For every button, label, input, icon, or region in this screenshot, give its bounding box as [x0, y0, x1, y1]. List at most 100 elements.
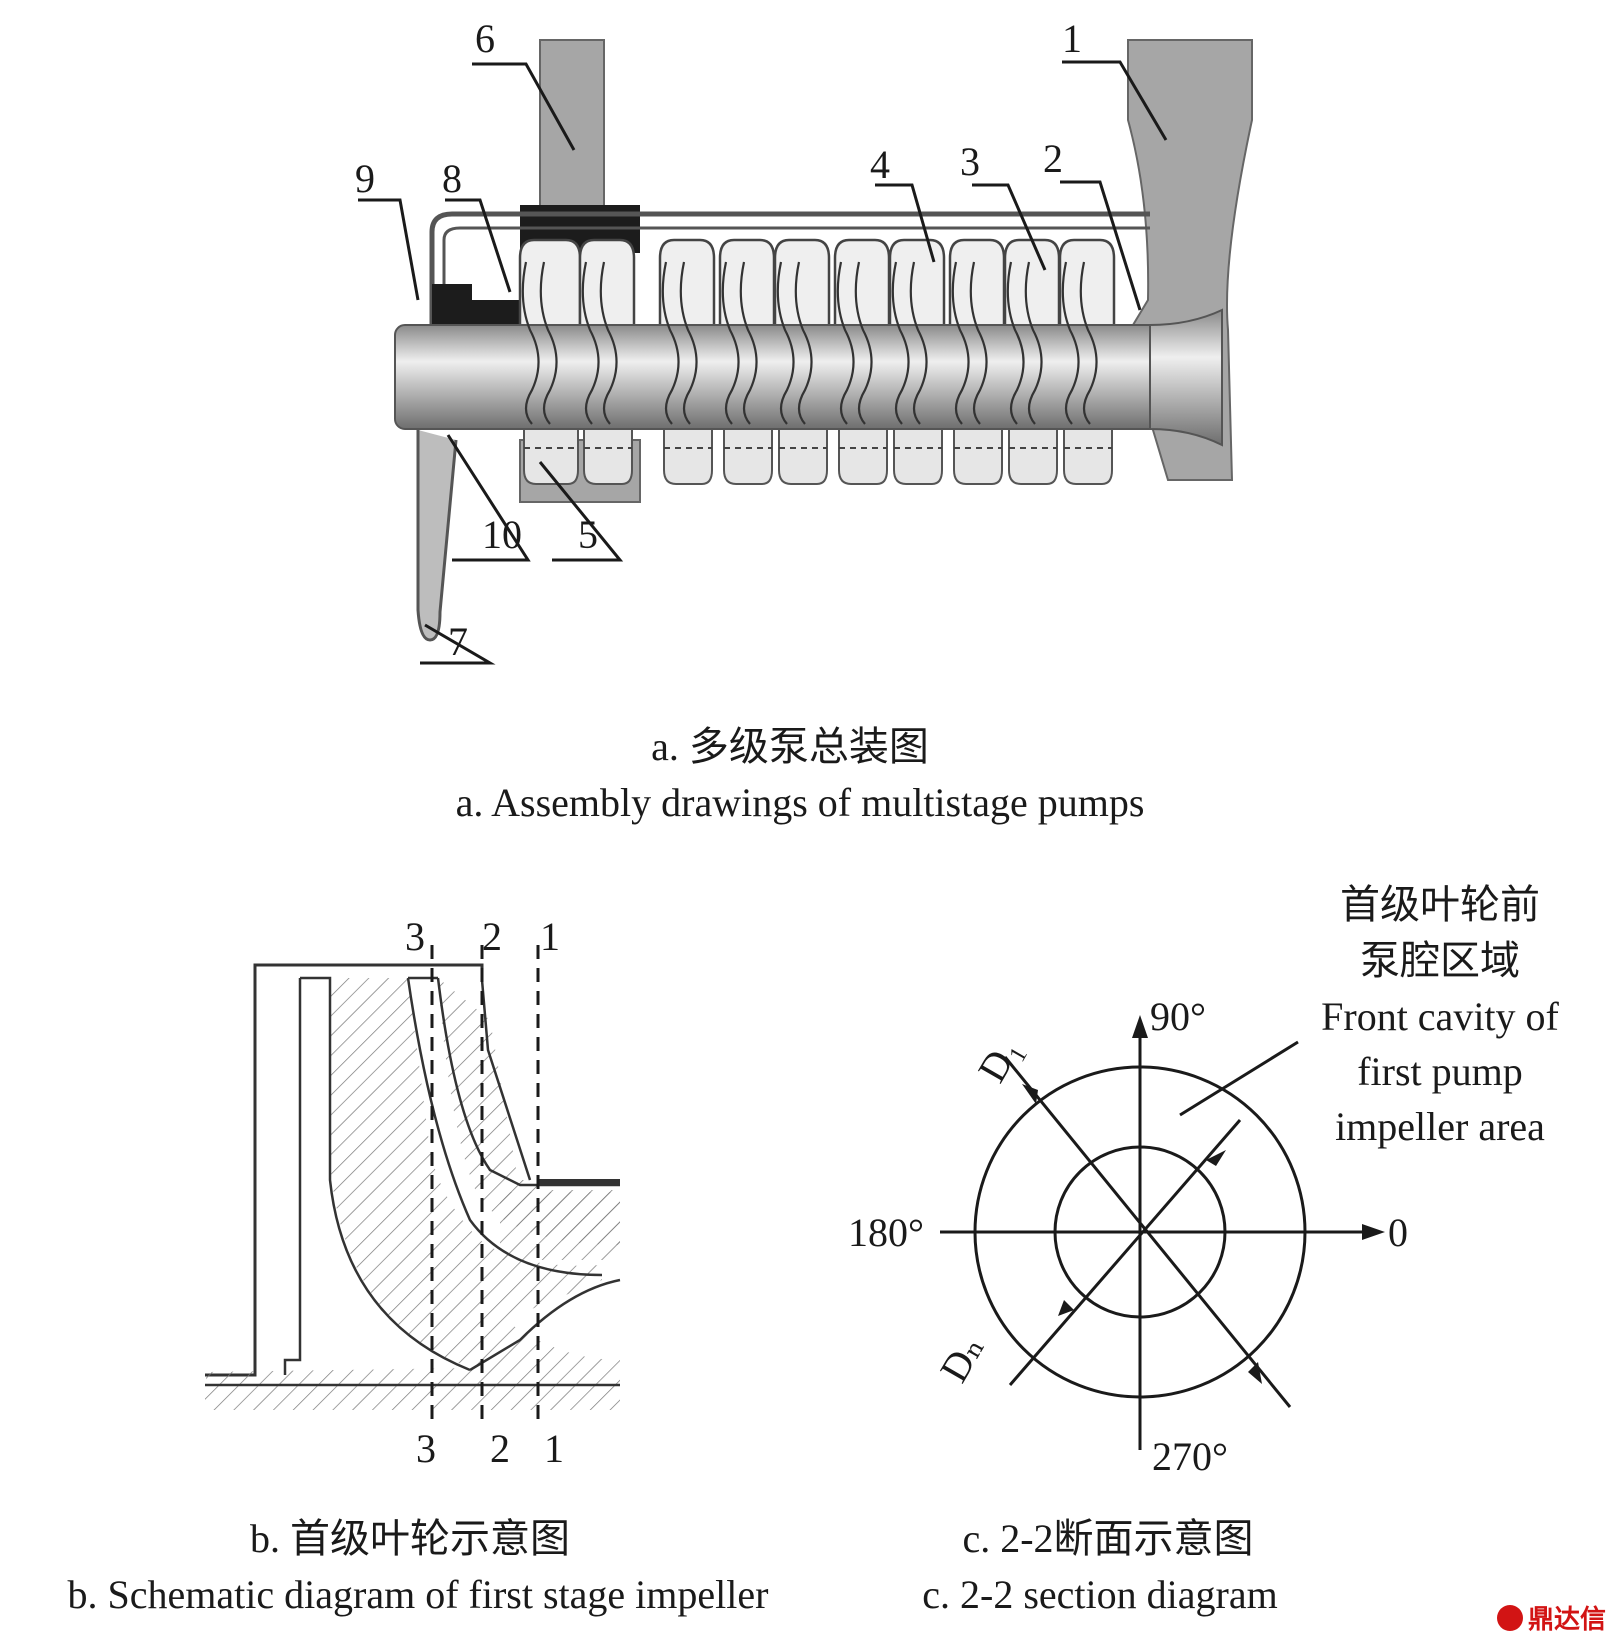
stage-casing-lower	[953, 425, 1003, 485]
impeller-blade-curve	[1006, 261, 1025, 425]
stage-casing-upper	[518, 238, 582, 330]
arrowhead-dn-bottom	[1058, 1300, 1074, 1316]
part-label-9: 9	[355, 156, 375, 201]
section-lines	[430, 945, 540, 1420]
shaft-end-cone	[1149, 308, 1223, 447]
impeller-blade-curve	[891, 261, 910, 425]
impeller-blade-curve	[581, 261, 600, 425]
impeller-blade-curve	[1024, 261, 1043, 425]
stage-casing-upper	[718, 238, 776, 330]
stage-casing-upper	[658, 238, 716, 330]
angle-label-90: 90°	[1150, 994, 1206, 1039]
section-label-top-2: 2	[482, 914, 502, 959]
note-cn-line1: 首级叶轮前	[1340, 882, 1540, 927]
angle-label-180: 180°	[848, 1210, 924, 1255]
stage-casing-lower	[1063, 425, 1113, 485]
hub-band	[500, 1192, 620, 1260]
impeller-blade-curve	[836, 261, 855, 425]
stage-casing-lower	[838, 425, 888, 485]
impeller-blade-curve	[969, 261, 988, 425]
part-label-5: 5	[578, 512, 598, 557]
part-label-7: 7	[448, 619, 468, 664]
stage-casings	[518, 238, 1116, 485]
return-pipe	[416, 430, 458, 642]
part-label-4: 4	[870, 142, 890, 187]
watermark: 鼎达信	[1497, 1605, 1606, 1635]
note-en-line2: first pump	[1357, 1049, 1523, 1094]
stage-casing-lower	[663, 425, 713, 485]
caption-b-cn: b. 首级叶轮示意图	[250, 1516, 570, 1561]
diagonal-d1	[1003, 1056, 1292, 1408]
section-label-bottom-3: 3	[416, 1426, 436, 1471]
impeller-blade-curve	[909, 261, 928, 425]
balance-pipe	[429, 211, 1150, 330]
ground-hatch	[205, 1385, 620, 1410]
caption-a-en: a. Assembly drawings of multistage pumps	[456, 780, 1145, 825]
caption-c-en: c. 2-2 section diagram	[922, 1572, 1277, 1617]
bearing-cap	[432, 284, 472, 306]
angle-label-0: 0	[1388, 1210, 1408, 1255]
caption-b-en: b. Schematic diagram of first stage impe…	[68, 1572, 769, 1617]
arrowhead-d1-top	[1022, 1084, 1038, 1104]
stage-casing-upper	[578, 238, 636, 330]
stage-casing-upper	[773, 238, 831, 330]
impeller-blade-curve	[951, 261, 970, 425]
part-label-1: 1	[1062, 16, 1082, 61]
section-label-bottom-2: 2	[490, 1426, 510, 1471]
leader-lines	[358, 60, 1168, 665]
inlet-pipe	[539, 39, 605, 209]
stage-casing-upper	[1003, 238, 1061, 330]
stage-casing-upper	[833, 238, 891, 330]
impeller-blade-curve	[539, 261, 558, 425]
part-label-3: 3	[960, 139, 980, 184]
impeller-blade-curve	[794, 261, 813, 425]
impeller-blades	[521, 261, 1098, 425]
stage-casing-lower	[583, 425, 633, 485]
section-label-top-3: 3	[405, 914, 425, 959]
impeller-schematic: 3 2 1 3 2 1	[205, 914, 621, 1471]
impeller-blade-curve	[1061, 261, 1080, 425]
impeller-outline	[205, 976, 621, 1387]
note-en-line3: impeller area	[1335, 1104, 1545, 1149]
section-label-top-1: 1	[540, 914, 560, 959]
note-cn-line2: 泵腔区域	[1360, 938, 1520, 983]
angle-label-270: 270°	[1152, 1434, 1228, 1479]
part-label-2: 2	[1043, 136, 1063, 181]
stage-casing-upper	[888, 238, 946, 330]
assembly-drawing: 1 2 3 4 5 6 7 8 9 10	[355, 16, 1253, 665]
impeller-blade-curve	[776, 261, 795, 425]
arrowhead-d1-bottom	[1248, 1362, 1262, 1384]
impeller-blade-curve	[599, 261, 618, 425]
stage-casing-upper	[1058, 238, 1116, 330]
stage-casing-lower	[523, 425, 579, 485]
caption-a-cn: a. 多级泵总装图	[651, 724, 929, 769]
impeller-hatched-body	[206, 978, 620, 1385]
part-label-8: 8	[442, 156, 462, 201]
impeller-blade-curve	[721, 261, 740, 425]
section-label-bottom-1: 1	[544, 1426, 564, 1471]
arrowhead-dn-top	[1206, 1150, 1226, 1166]
impeller-blade-curve	[854, 261, 873, 425]
stage-casing-lower	[893, 425, 943, 485]
axis-arrow-90	[1132, 1015, 1148, 1038]
section-diagram: 90° 180° 0 270° D₁ Dₙ 首级叶轮前 泵腔区域 Front c…	[848, 882, 1560, 1479]
part-label-10: 10	[482, 512, 522, 557]
impeller-blade-curve	[521, 261, 540, 425]
stage-casing-upper	[948, 238, 1006, 330]
dimension-label-d1: D₁	[969, 1030, 1029, 1090]
part-label-6: 6	[475, 16, 495, 61]
caption-c-cn: c. 2-2断面示意图	[962, 1516, 1253, 1561]
watermark-text: 鼎达信	[1528, 1605, 1606, 1635]
note-leader	[1179, 1040, 1299, 1117]
watermark-logo-icon	[1497, 1605, 1523, 1631]
stage-casing-lower	[778, 425, 828, 485]
stage-casing-lower	[1008, 425, 1058, 485]
impeller-blade-curve	[661, 261, 680, 425]
axis-arrow-0	[1362, 1224, 1385, 1240]
note-en-line1: Front cavity of	[1321, 994, 1559, 1039]
diagonal-dn	[1008, 1119, 1242, 1386]
balance-pipe-inner	[442, 226, 1150, 330]
stage-casing-lower	[723, 425, 773, 485]
dimension-label-dn: Dₙ	[931, 1327, 993, 1390]
